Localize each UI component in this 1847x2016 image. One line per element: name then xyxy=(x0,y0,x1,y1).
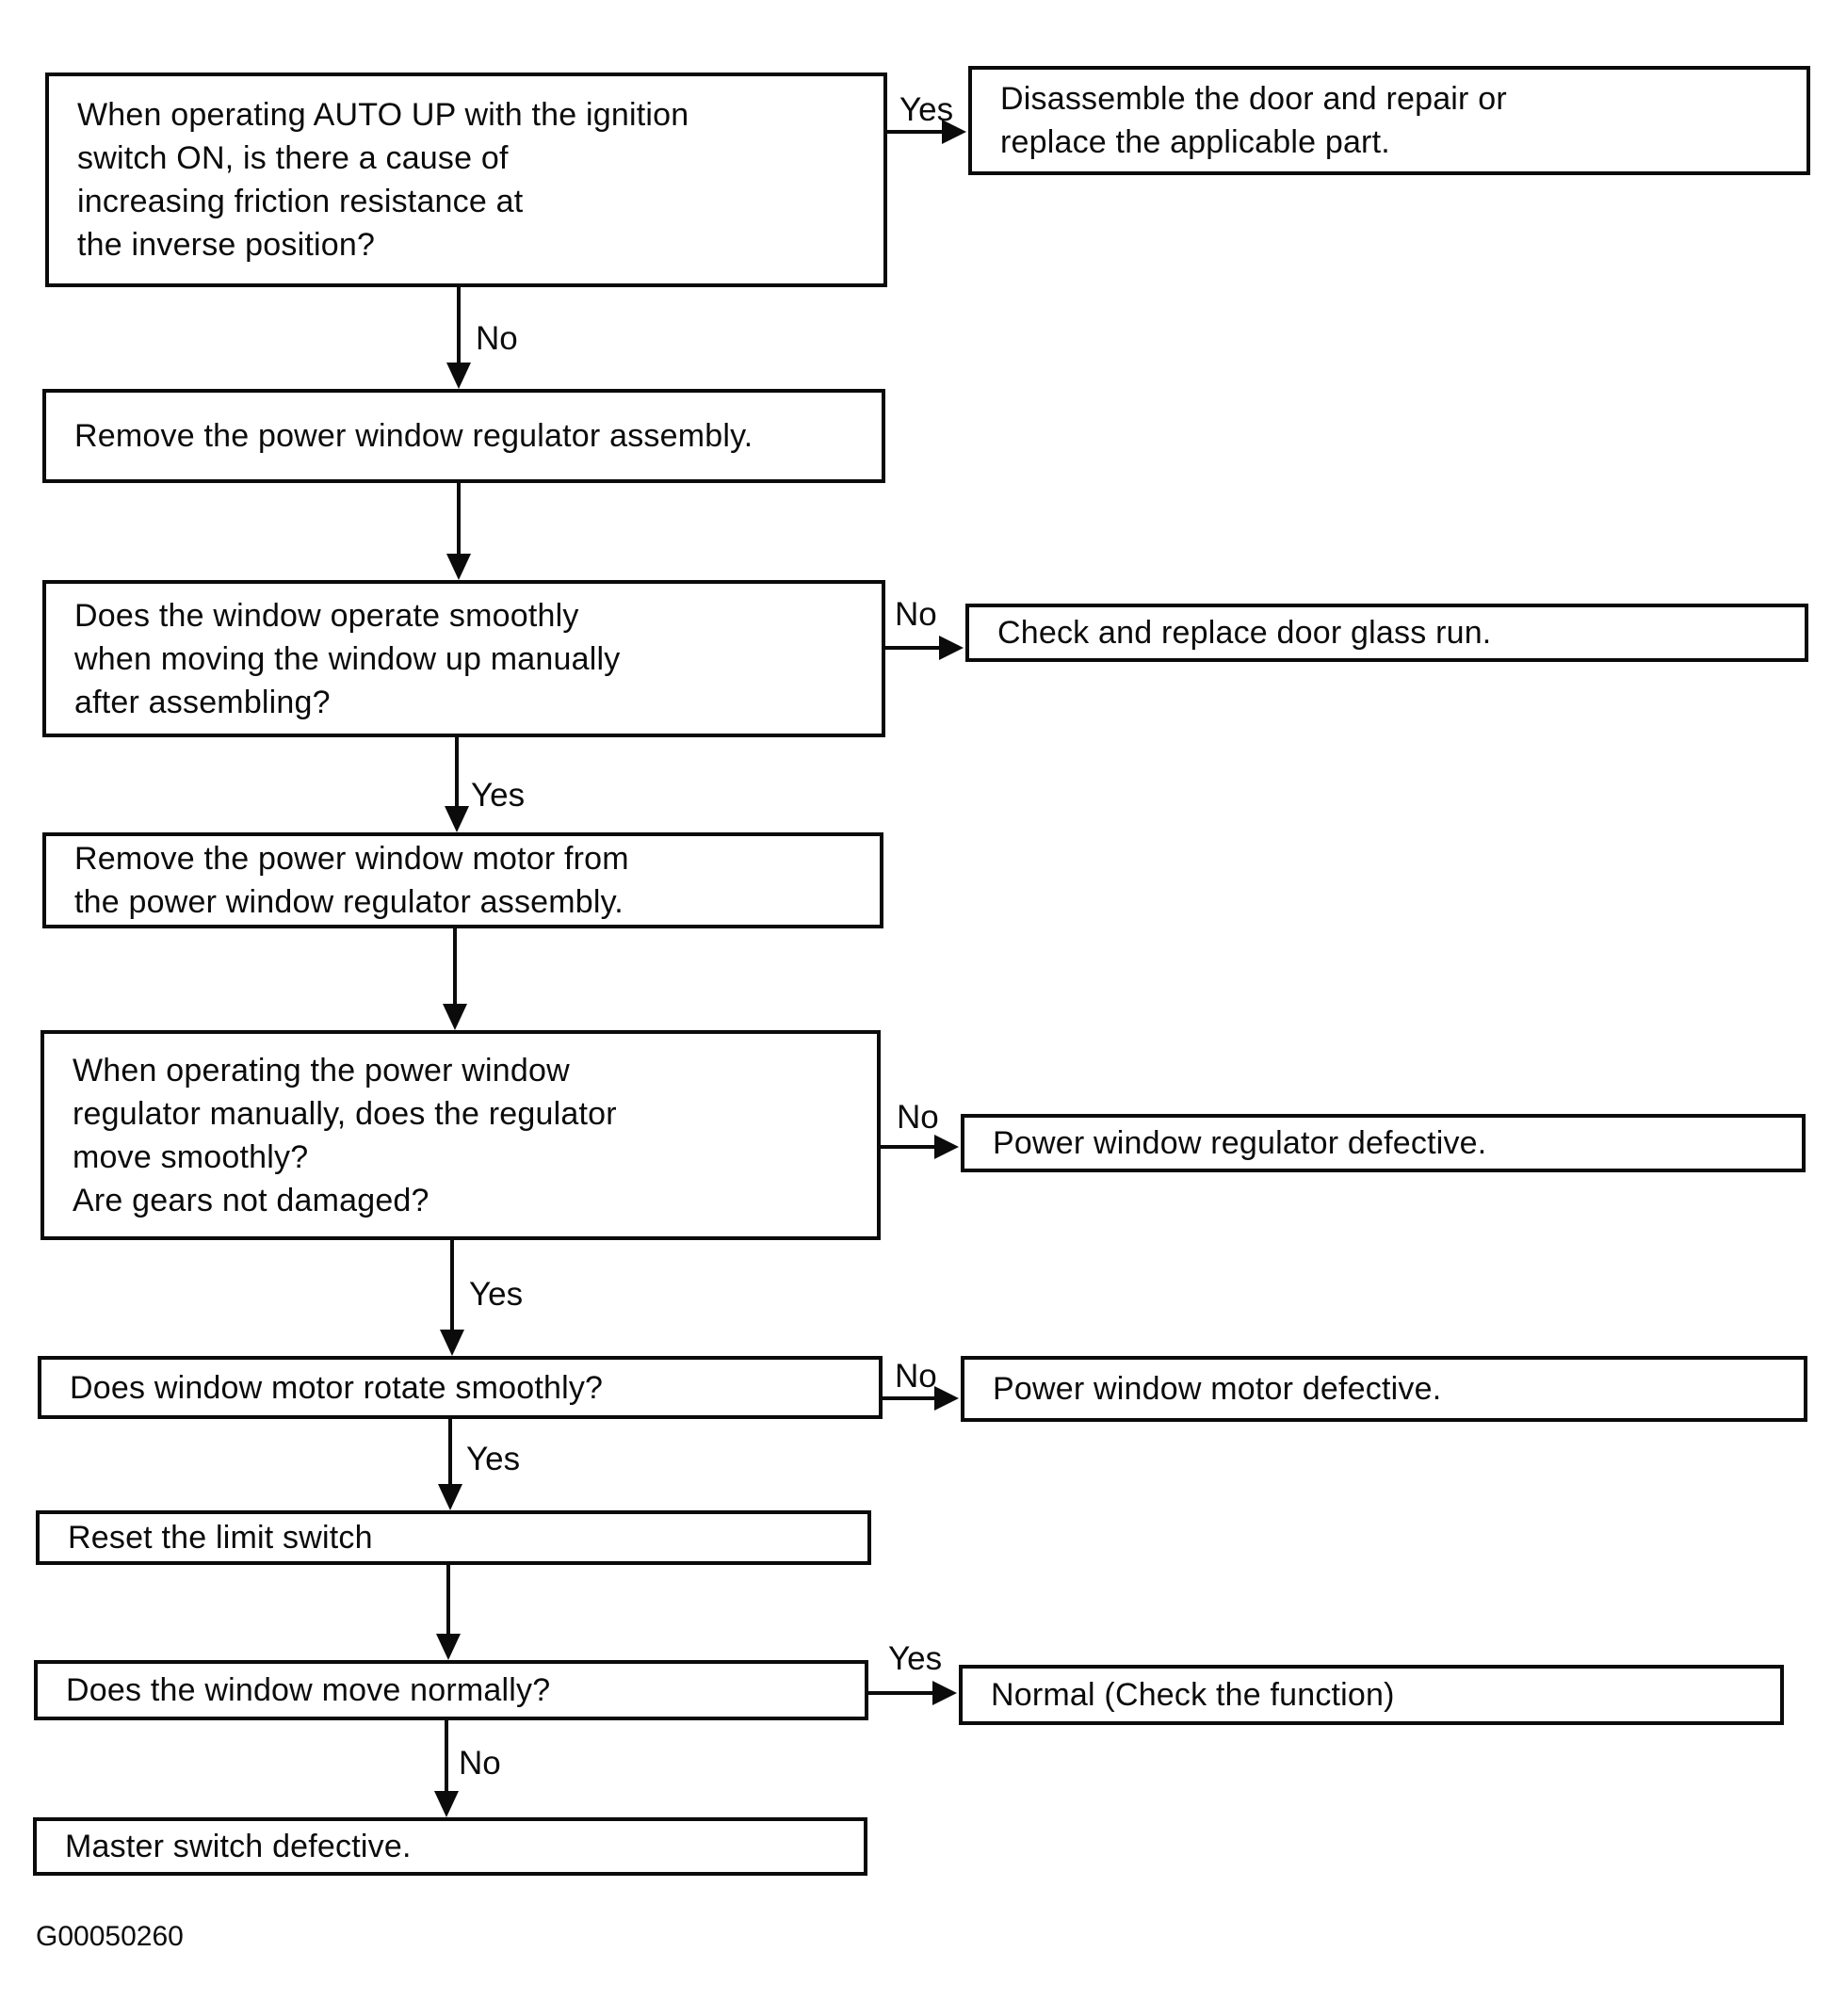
connector-q3-to-a3 xyxy=(881,1145,934,1149)
node-q1-auto-up-friction-question: When operating AUTO UP with the ignition… xyxy=(45,73,887,287)
node-a6-master-switch-defective: Master switch defective. xyxy=(33,1817,867,1876)
arrowhead-down-p1-q2 xyxy=(446,554,471,580)
connector-q1-to-a1 xyxy=(887,130,942,134)
connector-p1-to-q2 xyxy=(457,483,461,556)
edge-label-no-q1-p1: No xyxy=(476,320,518,357)
node-a2-replace-door-glass-run: Check and replace door glass run. xyxy=(965,604,1808,662)
figure-code: G00050260 xyxy=(36,1921,184,1952)
arrowhead-down-q1-p1 xyxy=(446,363,471,389)
edge-label-no-q5-a6: No xyxy=(459,1745,501,1782)
connector-q5-to-a5 xyxy=(868,1691,932,1695)
arrowhead-right-q4-a4 xyxy=(934,1386,959,1411)
edge-label-yes-q5-a5: Yes xyxy=(888,1640,943,1677)
node-a1-disassemble-door: Disassemble the door and repair or repla… xyxy=(968,66,1810,175)
arrowhead-right-q3-a3 xyxy=(934,1135,959,1159)
connector-q3-to-q4 xyxy=(450,1240,454,1331)
arrowhead-down-p2-q3 xyxy=(443,1004,467,1030)
node-q4-motor-rotate-question: Does window motor rotate smoothly? xyxy=(38,1356,883,1419)
node-a4-motor-defective: Power window motor defective. xyxy=(961,1356,1807,1422)
connector-p3-to-q5 xyxy=(446,1565,450,1636)
arrowhead-down-q4-p3 xyxy=(438,1484,462,1510)
connector-q4-to-p3 xyxy=(448,1419,452,1486)
arrowhead-down-q3-q4 xyxy=(440,1330,464,1356)
edge-label-yes-q2-p2: Yes xyxy=(471,777,526,814)
node-q5-window-move-normally-question: Does the window move normally? xyxy=(34,1660,868,1720)
arrowhead-right-q1-a1 xyxy=(942,120,966,144)
edge-label-yes-q1-a1: Yes xyxy=(899,91,954,128)
arrowhead-down-q2-p2 xyxy=(445,806,469,832)
node-a3-regulator-defective: Power window regulator defective. xyxy=(961,1114,1806,1172)
arrowhead-down-q5-a6 xyxy=(434,1791,459,1817)
edge-label-yes-q4-p3: Yes xyxy=(466,1441,521,1477)
node-p1-remove-regulator-assembly: Remove the power window regulator assemb… xyxy=(42,389,885,483)
connector-q2-to-a2 xyxy=(885,646,939,650)
node-q3-regulator-manual-smooth-question: When operating the power window regulato… xyxy=(41,1030,881,1240)
connector-q1-to-p1 xyxy=(457,287,461,364)
arrowhead-down-p3-q5 xyxy=(436,1634,461,1660)
edge-label-no-q2-a2: No xyxy=(895,596,937,633)
connector-q5-to-a6 xyxy=(445,1720,448,1793)
node-a5-normal-check-function: Normal (Check the function) xyxy=(959,1665,1784,1725)
connector-q4-to-a4 xyxy=(883,1396,934,1400)
node-p2-remove-motor: Remove the power window motor from the p… xyxy=(42,832,883,928)
arrowhead-right-q5-a5 xyxy=(932,1681,957,1705)
arrowhead-right-q2-a2 xyxy=(939,636,964,660)
node-p3-reset-limit-switch: Reset the limit switch xyxy=(36,1510,871,1565)
edge-label-no-q3-a3: No xyxy=(897,1099,939,1136)
edge-label-no-q4-a4: No xyxy=(895,1358,937,1395)
connector-p2-to-q3 xyxy=(453,928,457,1006)
edge-label-yes-q3-q4: Yes xyxy=(469,1276,524,1313)
node-q2-window-operate-smoothly-question: Does the window operate smoothly when mo… xyxy=(42,580,885,737)
connector-q2-to-p2 xyxy=(455,737,459,808)
